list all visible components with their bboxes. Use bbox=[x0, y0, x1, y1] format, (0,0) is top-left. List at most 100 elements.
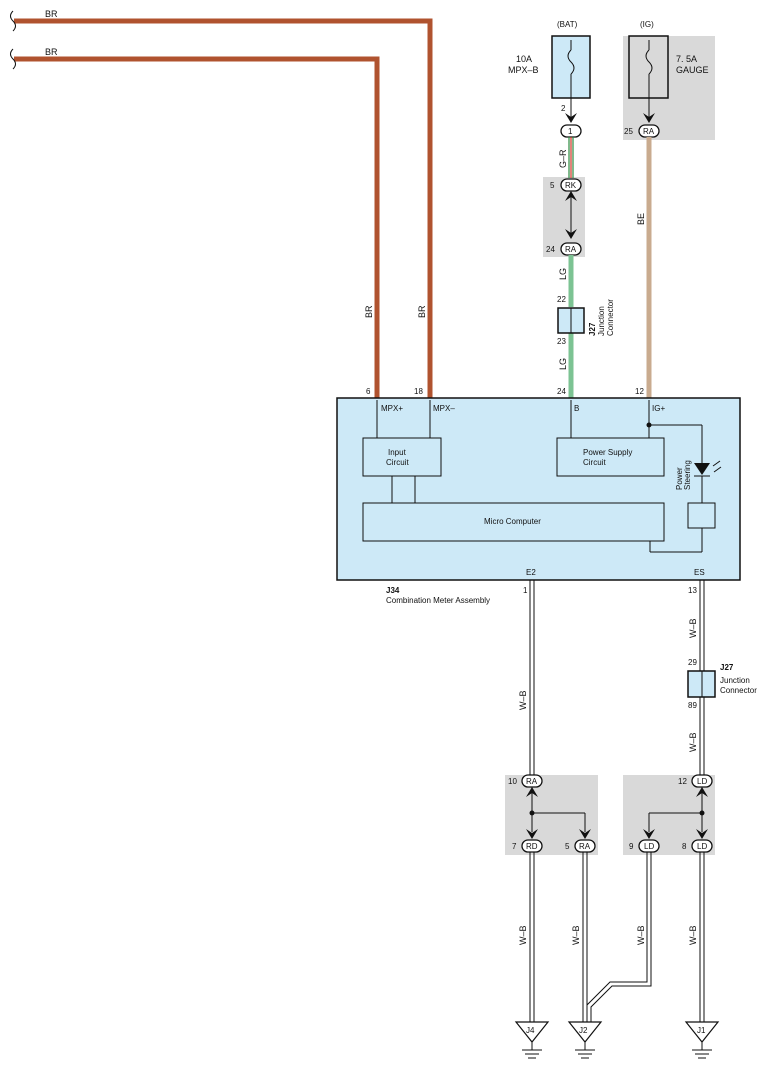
ground-j1 bbox=[684, 1021, 720, 1059]
connector-code: 1 bbox=[568, 127, 573, 136]
ground-j4 bbox=[514, 1021, 550, 1059]
wire-label: BE bbox=[636, 213, 646, 225]
junction-label: Connector bbox=[720, 686, 757, 695]
fuse-name: GAUGE bbox=[676, 65, 709, 75]
arrow-up-icon bbox=[696, 787, 708, 797]
terminal-label: MPX+ bbox=[381, 404, 403, 413]
terminal-label: E2 bbox=[526, 568, 536, 577]
br-wire-mpx-plus bbox=[14, 56, 380, 398]
terminal-label: ES bbox=[694, 568, 705, 577]
pin-number: 24 bbox=[557, 387, 566, 396]
wb-wire-j1 bbox=[699, 852, 705, 1022]
input-circuit-box bbox=[362, 437, 442, 477]
wire-label: W–B bbox=[636, 925, 646, 945]
wire-break-icon bbox=[10, 48, 16, 70]
power-supply-label: Circuit bbox=[583, 458, 606, 467]
connector-code: RA bbox=[579, 842, 591, 851]
meter-name: Combination Meter Assembly bbox=[386, 596, 490, 605]
input-circuit-label: Input bbox=[388, 448, 407, 457]
ground-j2 bbox=[567, 1021, 603, 1059]
wb-wire-e2 bbox=[529, 580, 535, 779]
connector-code: RA bbox=[526, 777, 538, 786]
combination-meter-box bbox=[336, 397, 741, 581]
pin-number: 5 bbox=[550, 181, 555, 190]
junction-id: J27 bbox=[588, 322, 597, 336]
connector-code: RK bbox=[565, 181, 577, 190]
junction-label: Junction bbox=[720, 676, 750, 685]
wire-label: LG bbox=[558, 358, 568, 370]
arrow-down-icon bbox=[643, 113, 655, 123]
wire-label: W–B bbox=[571, 925, 581, 945]
pin-number: 8 bbox=[682, 842, 687, 851]
connector-ra bbox=[574, 839, 596, 853]
ground-label: J4 bbox=[526, 1026, 535, 1035]
g-r-wire bbox=[568, 137, 574, 178]
indicator-driver-box bbox=[687, 502, 716, 529]
power-steering-label: Steering bbox=[683, 460, 692, 490]
pin-number: 25 bbox=[624, 127, 633, 136]
micro-computer-label: Micro Computer bbox=[484, 517, 541, 526]
wb-wire-j2-right bbox=[586, 852, 652, 1022]
arrow-up-icon bbox=[526, 787, 538, 797]
junction-label: Connector bbox=[606, 299, 615, 336]
arrow-down-icon bbox=[565, 229, 577, 239]
terminal-label: MPX– bbox=[433, 404, 455, 413]
wire-label: W–B bbox=[688, 925, 698, 945]
ground-label: J2 bbox=[579, 1026, 588, 1035]
pin-number: 9 bbox=[629, 842, 634, 851]
pin-number: 12 bbox=[635, 387, 644, 396]
wire-label: BR bbox=[417, 305, 427, 318]
wire-label: W–B bbox=[688, 732, 698, 752]
junction-id: J27 bbox=[720, 663, 734, 672]
wire-label: W–B bbox=[518, 925, 528, 945]
led-icon bbox=[694, 463, 710, 475]
connector-ld bbox=[691, 839, 713, 853]
wb-wire-j2-left bbox=[582, 852, 588, 1022]
connector-code: RD bbox=[526, 842, 538, 851]
wire-label: BR bbox=[45, 47, 58, 57]
pin-number: 24 bbox=[546, 245, 555, 254]
fuse-icon bbox=[645, 49, 653, 75]
fuse-icon bbox=[567, 49, 575, 75]
pin-number: 10 bbox=[508, 777, 517, 786]
arrow-down-icon bbox=[696, 829, 708, 839]
pin-number: 12 bbox=[678, 777, 687, 786]
connector-code: RA bbox=[643, 127, 655, 136]
pin-number: 13 bbox=[688, 586, 697, 595]
fuse-amp: 10A bbox=[516, 54, 532, 64]
wb-wire-es bbox=[699, 580, 705, 779]
connector-code: LD bbox=[697, 842, 707, 851]
connector-rd bbox=[521, 839, 543, 853]
pin-number: 2 bbox=[561, 104, 566, 113]
connector-code: RA bbox=[565, 245, 577, 254]
pin-number: 7 bbox=[512, 842, 517, 851]
wire-label: W–B bbox=[688, 618, 698, 638]
arrow-down-icon bbox=[526, 829, 538, 839]
fuse-amp: 7. 5A bbox=[676, 54, 697, 64]
wire-label: G–R bbox=[558, 149, 568, 168]
wire-label: W–B bbox=[518, 690, 528, 710]
terminal-label: B bbox=[574, 404, 579, 413]
wire-label: BR bbox=[364, 305, 374, 318]
wb-wire-j4 bbox=[529, 852, 535, 1022]
arrow-up-icon bbox=[565, 191, 577, 201]
power-supply-box bbox=[556, 437, 665, 477]
fuse-source-label: (IG) bbox=[640, 20, 654, 29]
connector-code: LD bbox=[644, 842, 654, 851]
arrow-down-icon bbox=[579, 829, 591, 839]
ground-label: J1 bbox=[697, 1026, 706, 1035]
pin-number: 29 bbox=[688, 658, 697, 667]
pin-number: 22 bbox=[557, 295, 566, 304]
connector-ld bbox=[638, 839, 660, 853]
pin-number: 23 bbox=[557, 337, 566, 346]
pin-number: 89 bbox=[688, 701, 697, 710]
power-steering-label: Power bbox=[675, 467, 684, 490]
arrow-down-icon bbox=[643, 829, 655, 839]
terminal-label: IG+ bbox=[652, 404, 665, 413]
power-supply-label: Power Supply bbox=[583, 448, 632, 457]
fuse-source-label: (BAT) bbox=[557, 20, 578, 29]
input-circuit-label: Circuit bbox=[386, 458, 409, 467]
arrow-down-icon bbox=[565, 113, 577, 123]
fuse-name: MPX–B bbox=[508, 65, 539, 75]
